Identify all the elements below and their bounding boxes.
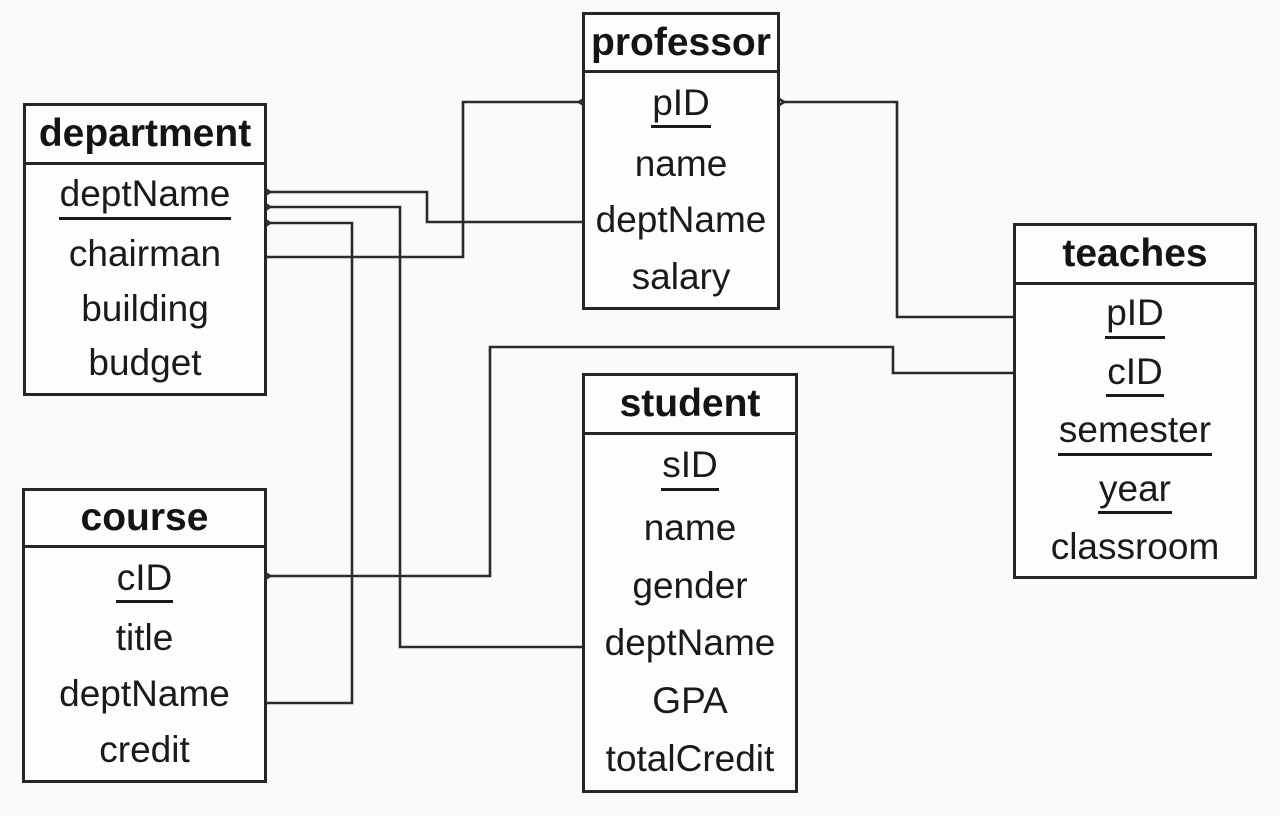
- attribute-label: deptName: [59, 673, 230, 715]
- key-attribute-label: deptName: [58, 173, 232, 220]
- attribute-row-student-gender: gender: [585, 564, 795, 607]
- attribute-row-teaches-semester: semester: [1016, 409, 1254, 456]
- attribute-row-professor-name: name: [585, 143, 777, 185]
- attribute-label: GPA: [652, 680, 728, 722]
- connector-course-deptname-to-department-deptname: [255, 212, 354, 705]
- attribute-row-course-cid: cID: [25, 557, 264, 604]
- attribute-row-student-sid: sID: [585, 445, 795, 492]
- table-title-teaches: teaches: [1016, 226, 1254, 285]
- attribute-label: building: [81, 287, 209, 329]
- attribute-row-teaches-classroom: classroom: [1016, 525, 1254, 568]
- key-attribute-label: pID: [1105, 293, 1165, 340]
- table-professor: professor pID name deptName salary: [582, 12, 780, 310]
- table-course: course cID title deptName credit: [22, 488, 267, 783]
- attribute-row-professor-deptname: deptName: [585, 200, 777, 241]
- attribute-row-department-deptname: deptName: [26, 173, 264, 220]
- table-title-department: department: [26, 106, 264, 165]
- table-attributes-course: cID title deptName credit: [25, 548, 264, 780]
- attribute-row-department-budget: budget: [26, 343, 264, 384]
- attribute-row-student-gpa: GPA: [585, 680, 795, 722]
- table-attributes-teaches: pID cID semester year classroom: [1016, 285, 1254, 576]
- table-department: department deptName chairman building budget: [23, 103, 267, 396]
- key-attribute-label: cID: [1106, 351, 1164, 398]
- table-attributes-professor: pID name deptName salary: [585, 73, 777, 307]
- attribute-label: title: [115, 617, 174, 659]
- attribute-label: totalCredit: [605, 737, 775, 779]
- connector-teaches-cid-to-course-cid: [255, 345, 1013, 587]
- attribute-label: deptName: [595, 199, 767, 241]
- attribute-row-teaches-year: year: [1016, 468, 1254, 515]
- attribute-row-teaches-cid: cID: [1016, 351, 1254, 398]
- attribute-row-course-deptname: deptName: [25, 673, 264, 715]
- attribute-row-professor-pid: pID: [585, 82, 777, 129]
- attribute-label: classroom: [1050, 525, 1220, 567]
- table-title-professor: professor: [585, 15, 777, 73]
- attribute-row-department-chairman: chairman: [26, 232, 264, 275]
- attribute-label: gender: [632, 564, 748, 606]
- key-attribute-label: sID: [661, 445, 719, 492]
- attribute-label: budget: [88, 342, 202, 384]
- connector-professor-deptname-to-department-deptname: [255, 181, 582, 224]
- key-attribute-label: year: [1098, 468, 1172, 515]
- connector-teaches-pid-to-professor-pid: [769, 91, 1013, 319]
- attribute-label: salary: [631, 255, 731, 297]
- attribute-label: credit: [99, 728, 190, 770]
- table-title-student: student: [585, 376, 795, 435]
- attribute-label: deptName: [604, 622, 776, 664]
- connector-department-chairman-to-professor-pid: [267, 91, 594, 259]
- key-attribute-label: semester: [1057, 409, 1213, 456]
- key-attribute-label: pID: [651, 82, 711, 129]
- table-title-course: course: [25, 491, 264, 548]
- key-attribute-label: cID: [115, 557, 174, 604]
- attribute-label: chairman: [68, 232, 222, 274]
- attribute-row-department-building: building: [26, 287, 264, 330]
- attribute-label: name: [643, 507, 737, 549]
- connector-student-deptname-to-department-deptname: [255, 196, 582, 649]
- attribute-row-professor-salary: salary: [585, 255, 777, 298]
- attribute-row-student-name: name: [585, 507, 795, 549]
- table-attributes-department: deptName chairman building budget: [26, 165, 264, 393]
- attribute-row-student-deptname: deptName: [585, 623, 795, 664]
- attribute-row-course-title: title: [25, 618, 264, 659]
- attribute-row-teaches-pid: pID: [1016, 293, 1254, 340]
- attribute-row-student-totalcredit: totalCredit: [585, 737, 795, 780]
- attribute-row-course-credit: credit: [25, 728, 264, 771]
- table-teaches: teaches pID cID semester year classroom: [1013, 223, 1257, 579]
- attribute-label: name: [634, 143, 728, 185]
